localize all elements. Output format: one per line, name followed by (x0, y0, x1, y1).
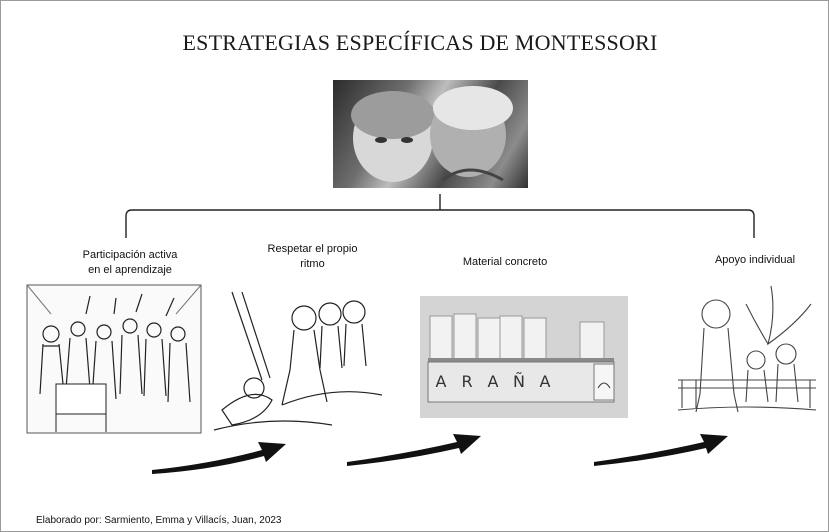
bracket-connector (125, 194, 755, 238)
support-illustration (677, 285, 817, 413)
letter-card: A (435, 372, 447, 391)
page-title: ESTRATEGIAS ESPECÍFICAS DE MONTESSORI (182, 30, 658, 55)
montessori-photo (333, 80, 528, 188)
rhythm-illustration (213, 291, 383, 431)
strategy-label-material: Material concreto (462, 256, 548, 268)
letter-card: A (487, 372, 499, 391)
participation-illustration (26, 284, 202, 434)
arrow-3 (594, 434, 728, 466)
arrow-1 (152, 442, 286, 474)
material-photo: A R A Ñ A (420, 296, 628, 418)
letter-card: Ñ (513, 372, 525, 391)
letter-card: R (461, 372, 473, 391)
footer-credit: Elaborado por: Sarmiento, Emma y Villací… (36, 515, 282, 526)
arrow-2 (347, 434, 481, 466)
letter-card: A (539, 372, 551, 391)
word-card-row: A R A Ñ A (430, 372, 556, 391)
strategy-label-support: Apoyo individual (714, 254, 796, 266)
